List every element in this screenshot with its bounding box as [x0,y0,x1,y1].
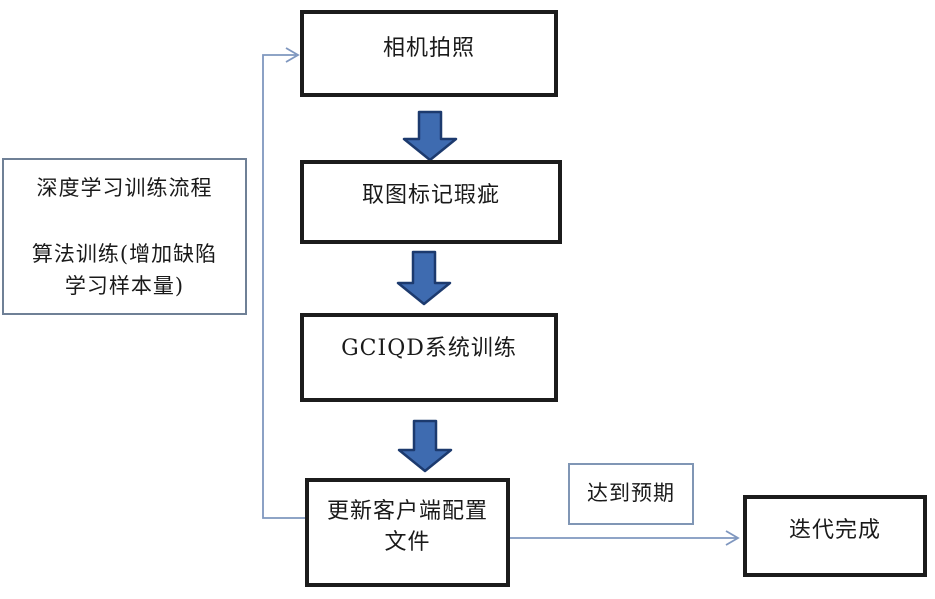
label-condition-met: 达到预期 [568,463,694,525]
done-connector [510,530,740,546]
note-line-1: 深度学习训练流程 [36,176,213,200]
flow-arrow-2-down-icon [396,250,452,306]
node-camera-capture: 相机拍照 [300,10,558,97]
feedback-arrowhead-icon [285,47,300,63]
done-arrowhead-icon [725,530,740,546]
node-camera-capture-label: 相机拍照 [382,36,475,61]
feedback-connector [262,47,305,519]
note-training-process: 深度学习训练流程 算法训练(增加缺陷 学习样本量) [2,158,247,315]
node-update-client-config-label-line2: 文件 [384,530,431,555]
node-image-defect-labeling: 取图标记瑕疵 [300,160,562,244]
node-gciqd-system-training: GCIQD系统训练 [300,313,558,402]
node-update-client-config-label-line1: 更新客户端配置 [326,499,488,524]
note-blank-line [4,204,245,238]
node-gciqd-system-training-label: GCIQD系统训练 [341,336,517,361]
note-line-3: 学习样本量) [64,274,185,298]
node-iteration-complete-label: 迭代完成 [788,518,881,543]
node-iteration-complete: 迭代完成 [743,495,927,577]
node-image-defect-labeling-label: 取图标记瑕疵 [361,183,500,208]
node-update-client-config: 更新客户端配置 文件 [305,478,510,587]
note-line-2: 算法训练(增加缺陷 [31,242,218,266]
flow-arrow-1-down-icon [402,110,458,162]
label-condition-met-text: 达到预期 [587,481,675,505]
flow-arrow-3-down-icon [397,419,453,473]
